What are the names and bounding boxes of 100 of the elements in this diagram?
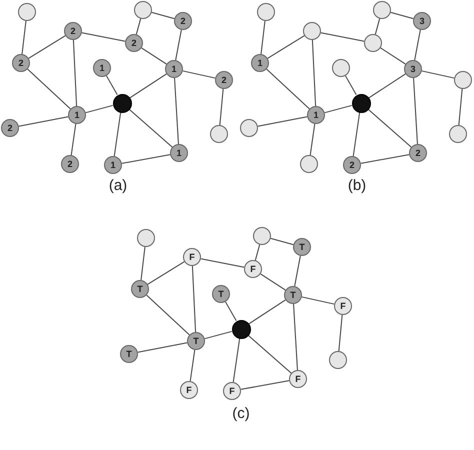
graph-node [449, 125, 467, 143]
edge-line [324, 104, 352, 114]
graph-node: 2 [343, 156, 361, 174]
graph-node: 1 [68, 106, 86, 124]
graph-node: 1 [165, 60, 183, 78]
graph-node: 2 [61, 155, 79, 173]
graph-node: 3 [404, 60, 422, 78]
edge-line [338, 314, 343, 352]
edge-line [344, 75, 357, 96]
edge-line [85, 104, 114, 114]
edge-line [121, 154, 171, 164]
graph-node: F [223, 382, 241, 400]
graph-node: 2 [1, 119, 19, 137]
edge-line [260, 273, 286, 291]
edge-line [390, 12, 414, 20]
edge-line [312, 40, 316, 106]
graph-node: 2 [64, 22, 82, 40]
edge-line [140, 246, 146, 281]
edge-line [368, 73, 406, 98]
graph-node: 1 [104, 156, 122, 174]
graph-node [134, 1, 152, 19]
edge-line [413, 77, 418, 145]
graph-node: 2 [12, 54, 30, 72]
edge-line [136, 18, 142, 35]
edge-line [270, 238, 294, 246]
edge-line [248, 299, 286, 324]
edge-line [240, 380, 290, 390]
edge-line [106, 75, 118, 96]
edge-line [380, 47, 406, 65]
graph-node: 2 [174, 12, 192, 30]
graph-node [257, 3, 275, 21]
edge-line [414, 29, 421, 61]
edge-line [151, 12, 175, 20]
graph-node [364, 34, 382, 52]
edge-line [204, 330, 232, 340]
graph-node: T [187, 332, 205, 350]
panel-label: (b) [348, 177, 366, 195]
edge-line [267, 35, 305, 59]
graph-node: T [293, 238, 311, 256]
graph-node: F [244, 260, 262, 278]
edge-line [254, 244, 260, 261]
graph-node: F [180, 381, 198, 399]
edge-line [128, 108, 173, 148]
edge-line [219, 88, 224, 126]
edge-line [200, 258, 245, 268]
edge-line [310, 123, 316, 156]
edge-line [175, 29, 182, 61]
edge-line [190, 349, 196, 382]
graph-node: 2 [409, 144, 427, 162]
edge-line [137, 342, 188, 353]
graph-node: T [131, 280, 149, 298]
graph-node [352, 94, 370, 112]
edge-line [18, 116, 69, 127]
edge-line [174, 77, 179, 145]
graph-node [112, 94, 132, 112]
graph-node: T [120, 345, 138, 363]
edge-line [147, 261, 185, 285]
edge-line [260, 20, 266, 55]
edge-line [129, 73, 167, 98]
edge-line [374, 18, 380, 35]
graph-node: 2 [215, 71, 233, 89]
graph-node: T [212, 285, 230, 303]
edge-line [320, 32, 365, 42]
edge-line [293, 303, 298, 371]
graph-node [332, 59, 350, 77]
edge-line [182, 70, 216, 79]
graph-node: 1 [307, 106, 325, 124]
edge-line [70, 123, 76, 156]
edge-line [141, 47, 167, 65]
graph-node [137, 229, 155, 247]
edge-line [72, 40, 78, 106]
graph-node [253, 227, 271, 245]
edge-line [146, 294, 190, 336]
graph-node [240, 119, 258, 137]
graph-node: F [334, 297, 352, 315]
graph-node: F [183, 248, 201, 266]
edge-line [301, 296, 335, 305]
edge-line [458, 88, 463, 126]
edge-line [368, 108, 412, 148]
edge-line [114, 112, 122, 157]
graph-node [329, 351, 347, 369]
graph-node [18, 3, 36, 21]
edge-line [192, 266, 196, 332]
graph-node: 1 [170, 144, 188, 162]
graph-node: 1 [93, 59, 111, 77]
edge-line [421, 70, 455, 79]
panel-label: (c) [232, 405, 250, 423]
graph-node: 1 [251, 54, 269, 72]
graph-node [303, 22, 321, 40]
graph-node [232, 320, 250, 338]
graph-node: F [289, 370, 307, 388]
graph-node [373, 1, 391, 19]
graph-node: 2 [125, 34, 143, 52]
edge-line [28, 35, 66, 59]
edge-line [232, 338, 240, 383]
graph-node [454, 71, 472, 89]
edge-line [266, 68, 310, 110]
panel-label: (a) [108, 177, 128, 195]
graph-node [300, 155, 318, 173]
edge-line [257, 116, 308, 127]
